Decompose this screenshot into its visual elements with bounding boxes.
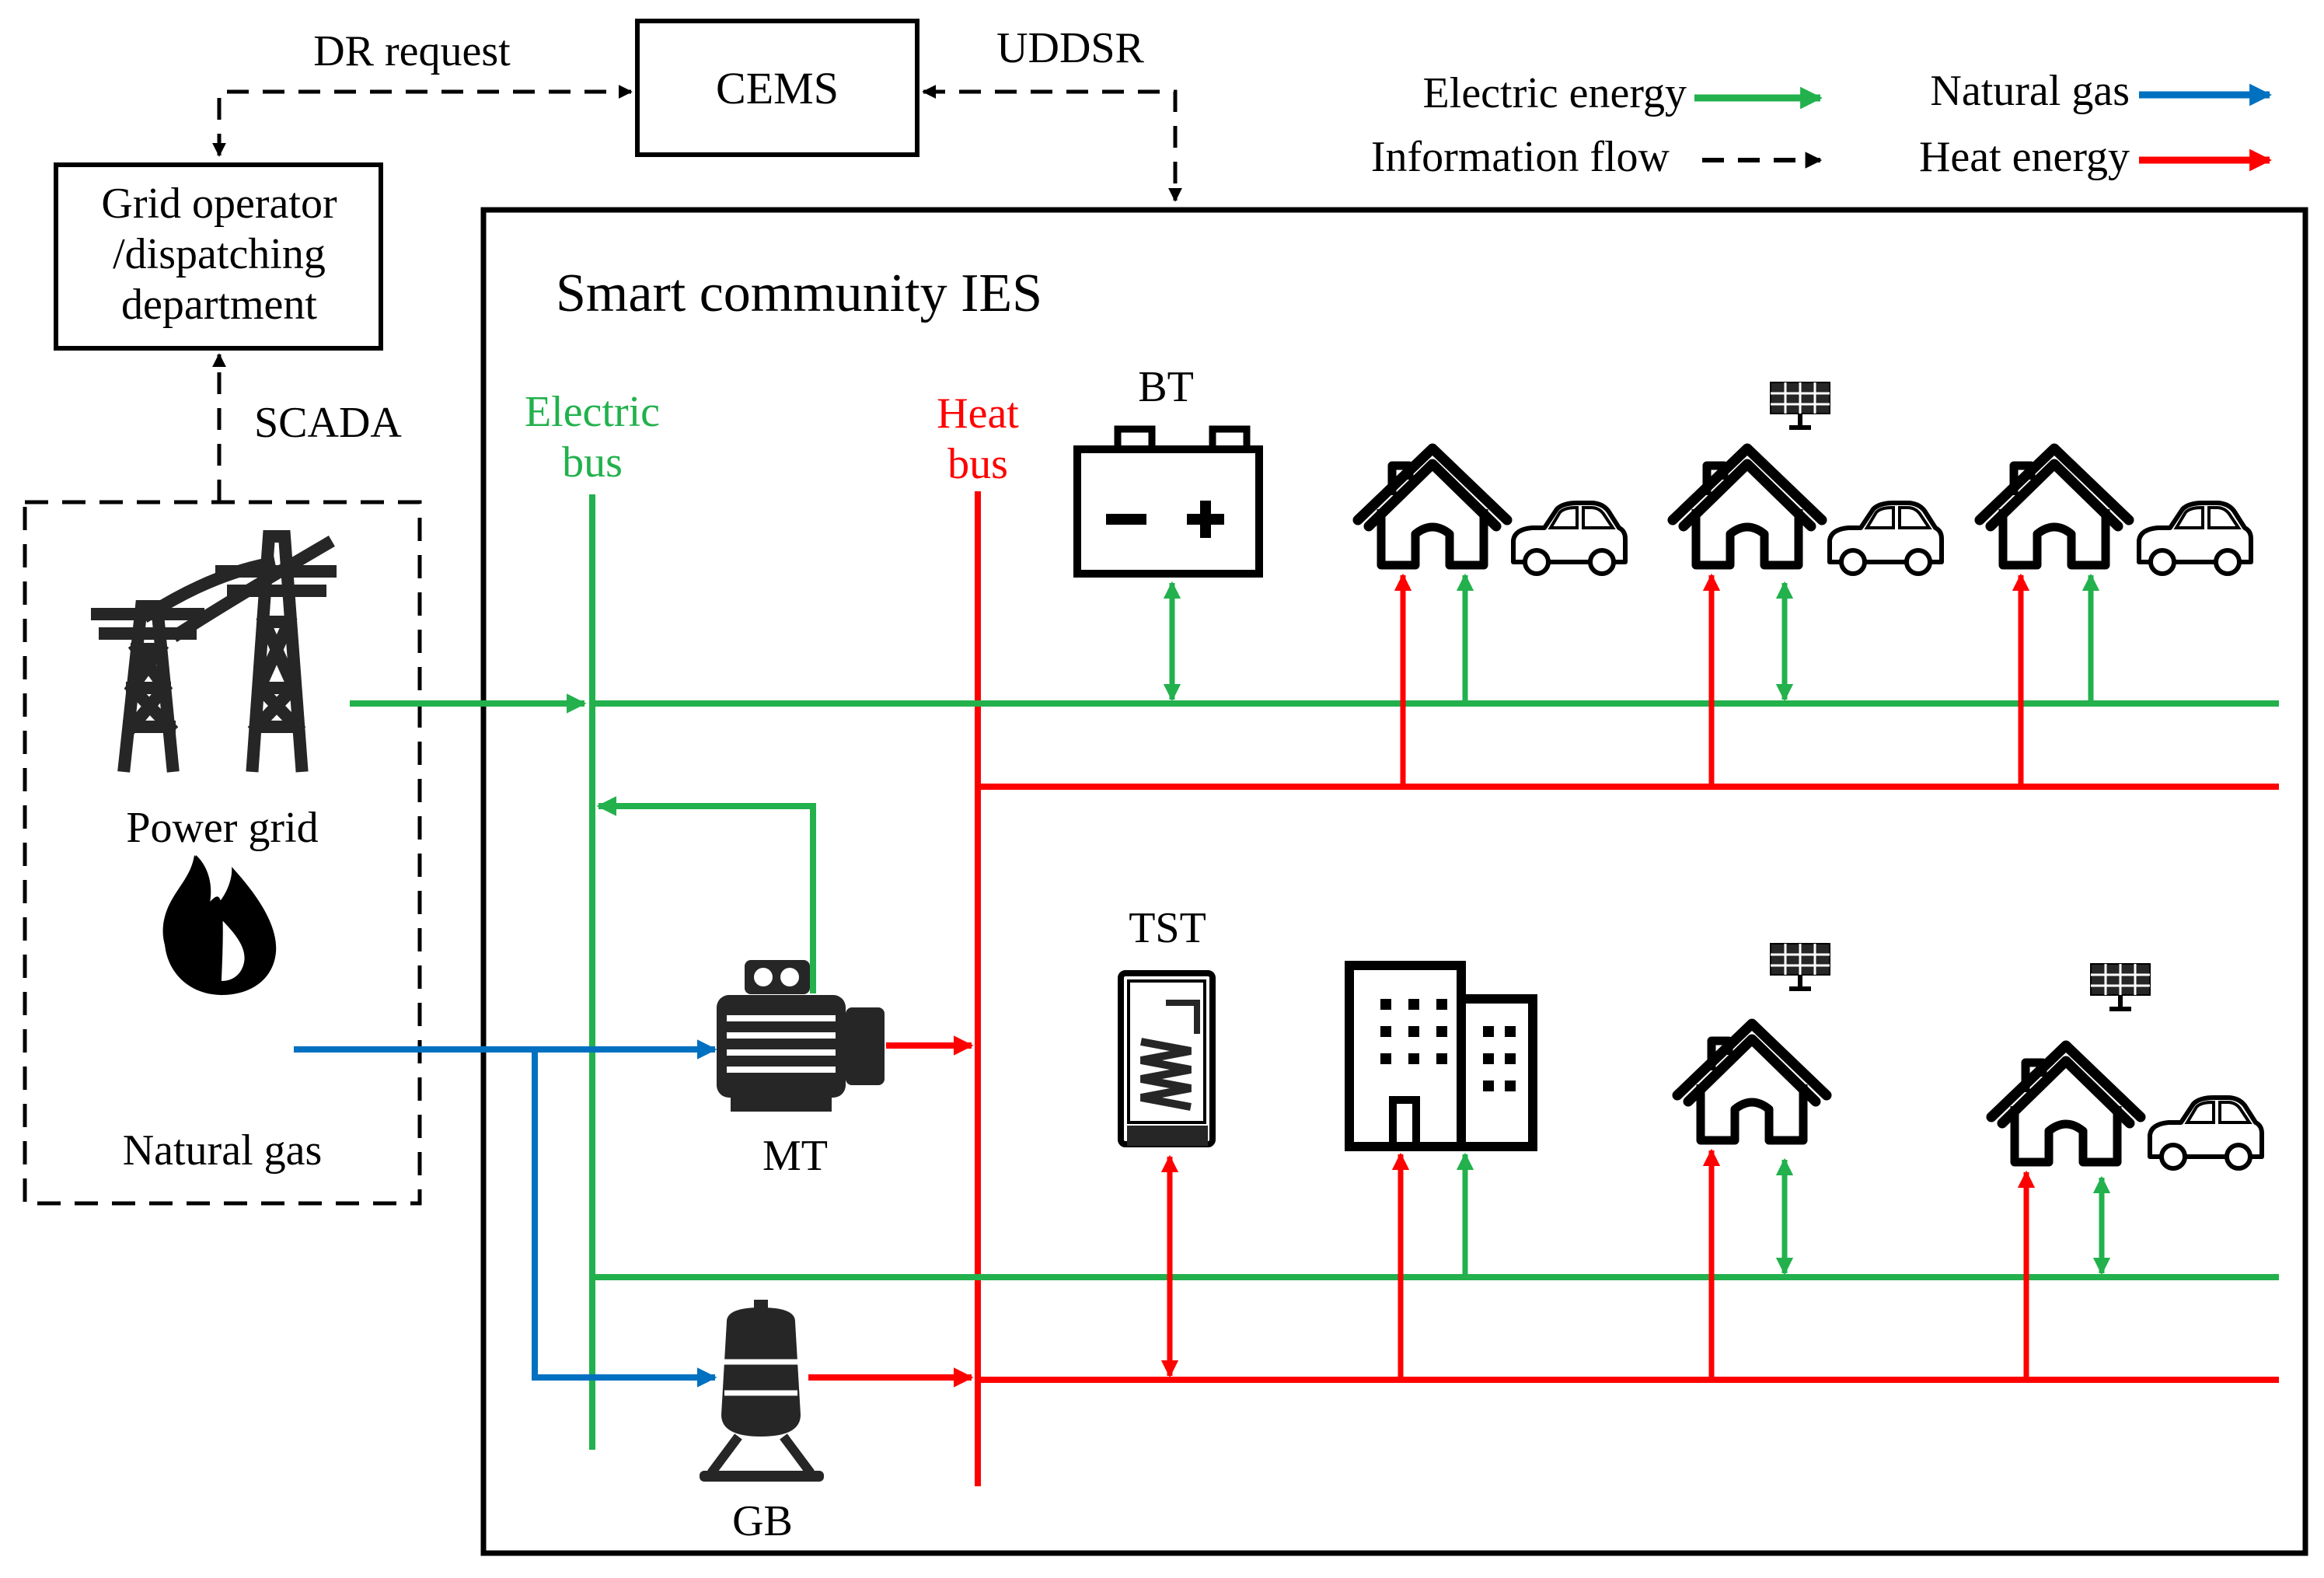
heat-bus-label-1: Heat [937, 389, 1019, 438]
grid-operator-label-2: /dispatching [113, 230, 326, 278]
scada-label: SCADA [254, 399, 402, 447]
battery-icon [1073, 425, 1263, 578]
solar-panel-icon [2091, 964, 2150, 1009]
natural-gas-label: Natural gas [123, 1126, 323, 1175]
mt-label: MT [762, 1132, 828, 1180]
dr-request-label: DR request [313, 27, 511, 75]
thermal-storage-tank-icon [1118, 970, 1216, 1147]
gas-boiler-icon [700, 1300, 824, 1482]
power-grid-label: Power grid [126, 804, 318, 852]
uddsr-label: UDDSR [996, 24, 1144, 72]
house-icon [1677, 1024, 1827, 1140]
electric-bus-label-2: bus [562, 438, 623, 487]
car-icon [2150, 1098, 2262, 1168]
grid-operator-box: Grid operator /dispatching department [54, 162, 383, 351]
legend-electric-label: Electric energy [1423, 69, 1687, 117]
community-title: Smart community IES [556, 264, 1042, 323]
house-icon [1358, 449, 1507, 565]
house-icon [1673, 449, 1822, 565]
legend: Electric energy Information flow Natural… [1371, 67, 2272, 181]
dr-request-arrow [212, 85, 633, 157]
office-building-icon [1345, 961, 1537, 1151]
uddsr-arrow [922, 85, 1182, 202]
heat-bus-label-2: bus [947, 440, 1008, 488]
cems-box: CEMS [635, 19, 919, 157]
micro-turbine-icon [717, 960, 885, 1112]
gas-to-gb-arrow [532, 1049, 717, 1388]
grid-operator-label-3: department [121, 281, 317, 329]
car-icon [1513, 503, 1625, 574]
natural-gas-flame-icon [162, 855, 277, 997]
legend-heat-label: Heat energy [1919, 133, 2130, 181]
electric-bus-label-1: Electric [525, 388, 660, 436]
solar-panel-icon [1771, 382, 1830, 428]
car-icon [2139, 503, 2251, 574]
house-icon [1980, 449, 2129, 565]
house-icon [1991, 1046, 2141, 1162]
legend-information-label: Information flow [1371, 133, 1670, 181]
legend-gas-label: Natural gas [1930, 67, 2130, 115]
grid-operator-label-1: Grid operator [101, 180, 337, 228]
power-grid-tower-icon [91, 530, 337, 773]
mt-electric-arrow [596, 796, 816, 993]
sources-box [23, 500, 422, 1206]
information-flows [212, 85, 1182, 501]
car-icon [1830, 503, 1942, 574]
cems-label: CEMS [716, 63, 839, 113]
tst-label: TST [1129, 904, 1206, 952]
gb-label: GB [732, 1497, 793, 1545]
solar-panel-icon [1771, 944, 1830, 989]
bt-label: BT [1138, 363, 1194, 411]
smart-community-frame [480, 207, 2308, 1556]
